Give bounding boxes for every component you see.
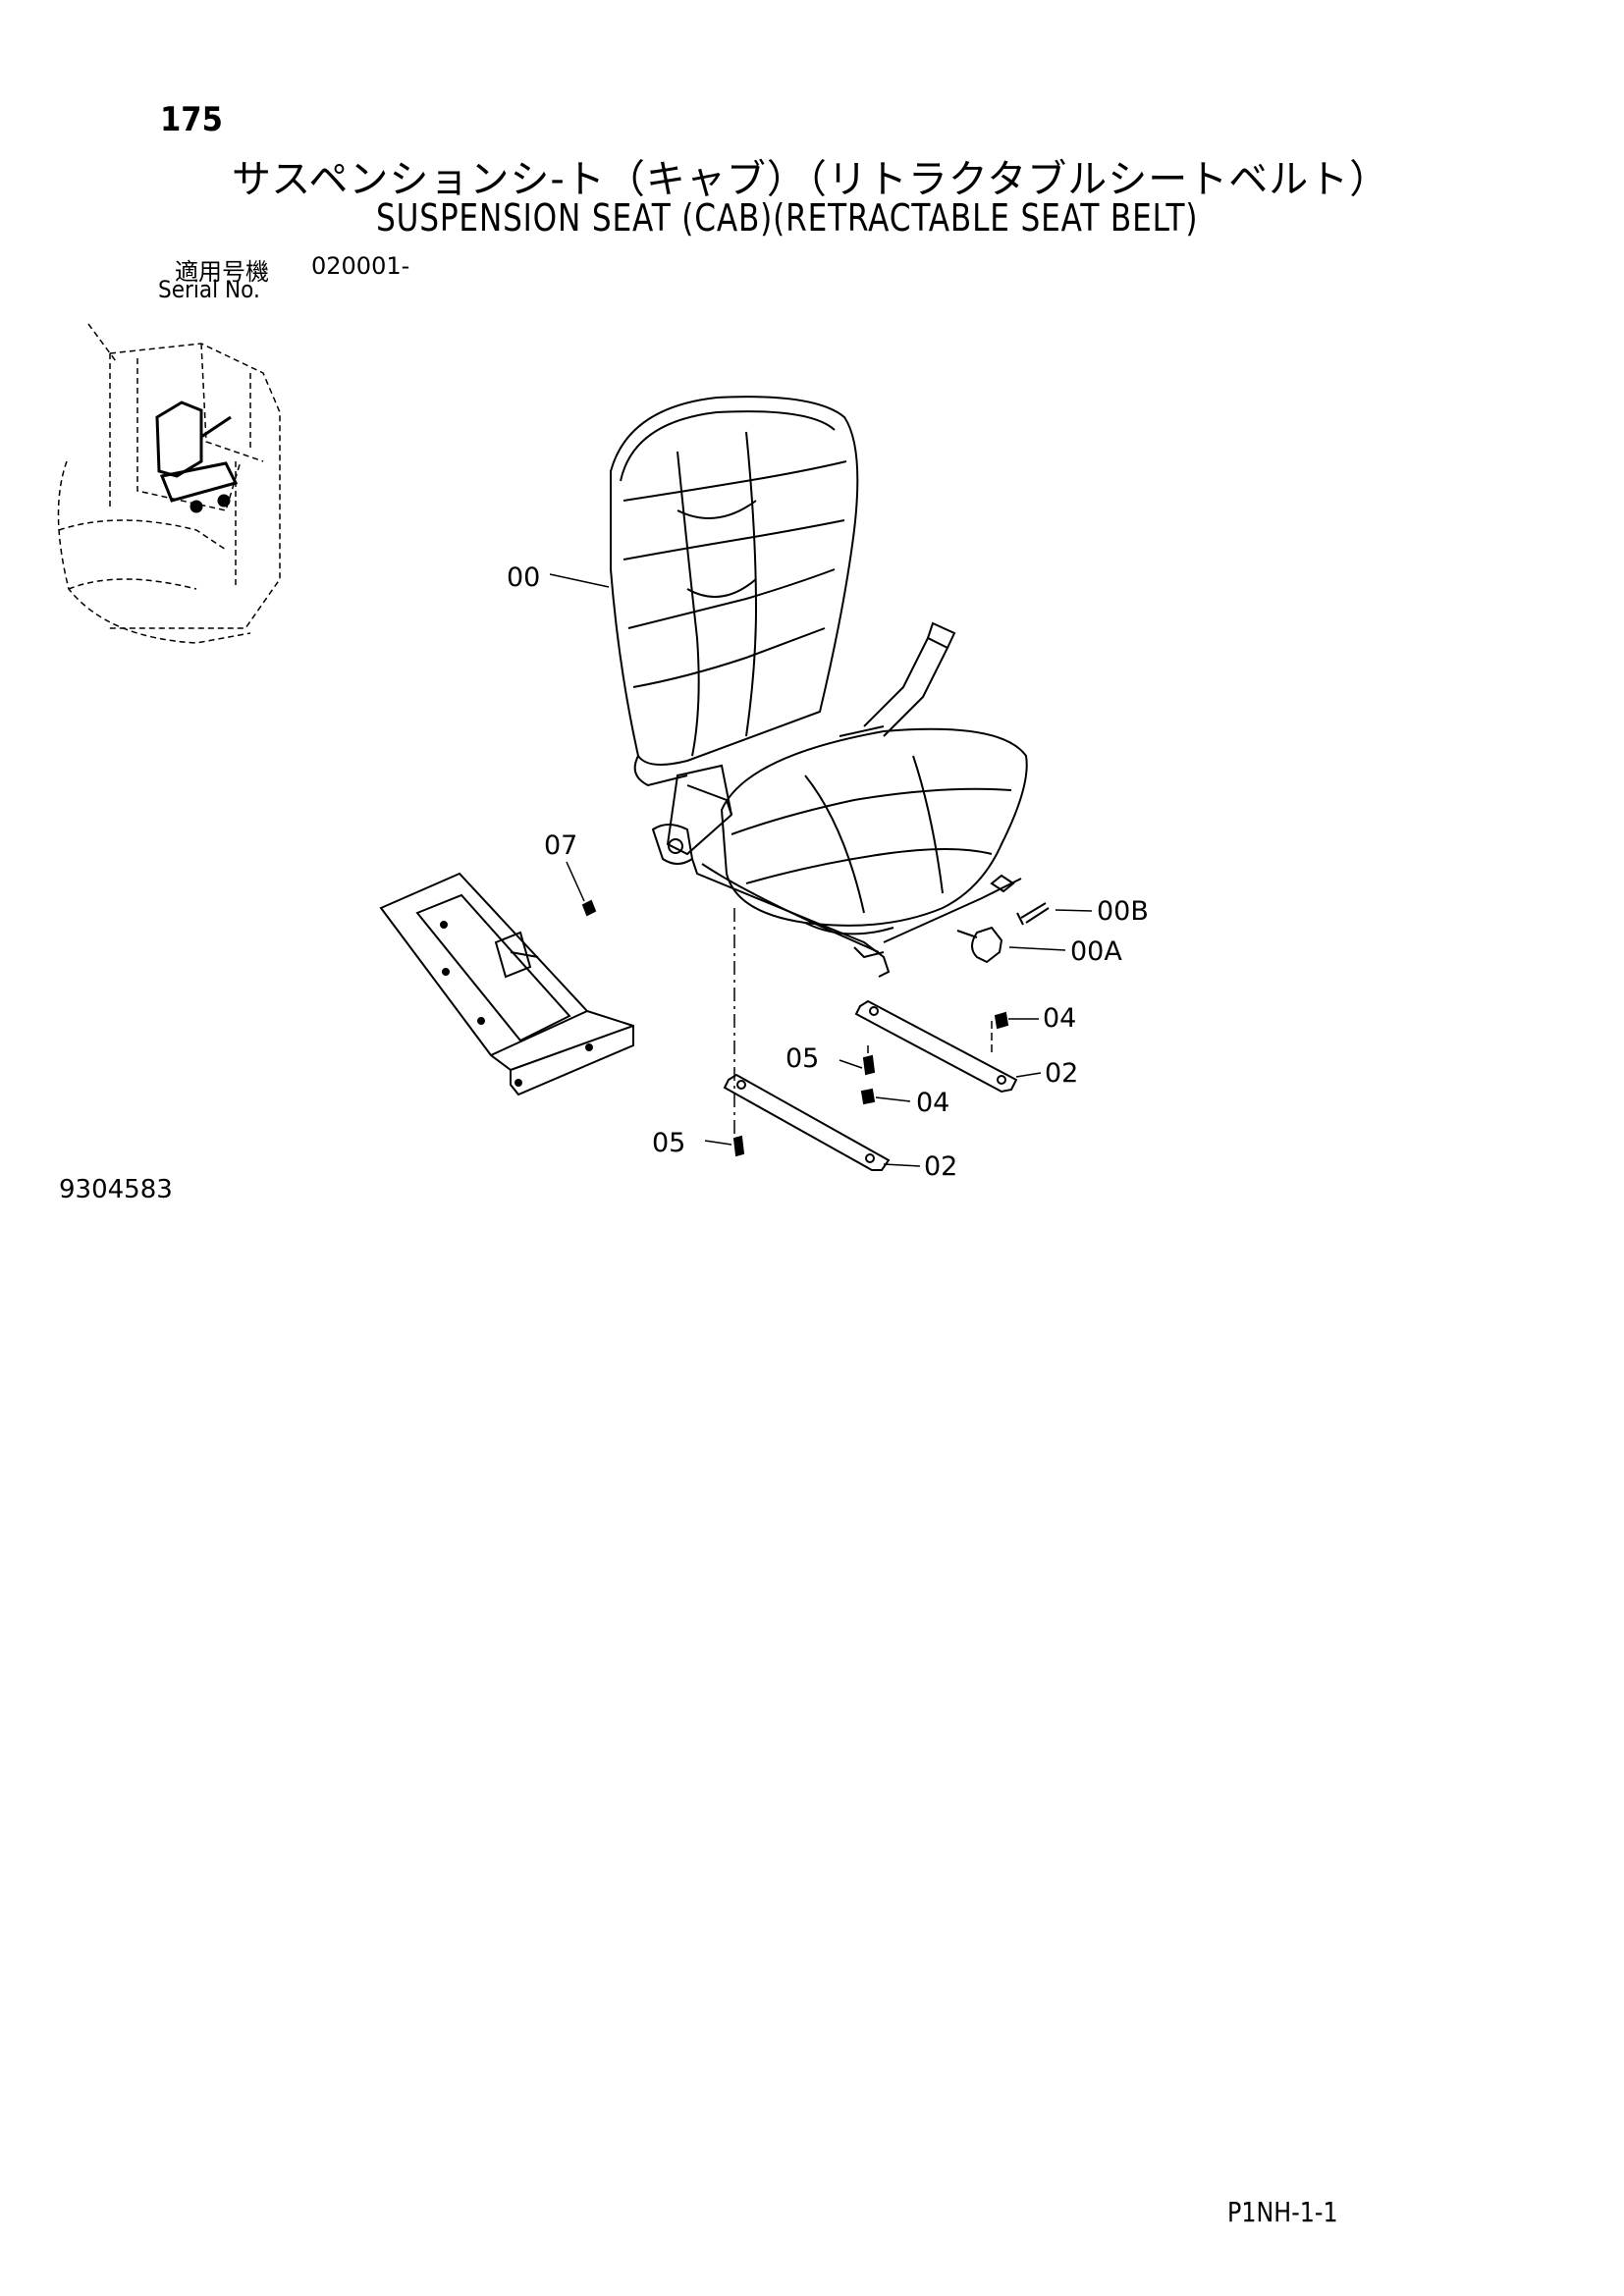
- callout-02-lower: 02: [924, 1151, 957, 1182]
- bracket-02-lower: [723, 1073, 891, 1171]
- bolt-05-lower: [732, 1135, 745, 1157]
- cab-key-seat-highlight: [155, 400, 239, 513]
- serial-number-value: 020001-: [311, 252, 410, 280]
- page-number: 175: [160, 100, 223, 139]
- serial-label-english: Serial No.: [158, 276, 260, 303]
- bolt-05-upper: [862, 1054, 876, 1076]
- callout-02-upper: 02: [1045, 1058, 1078, 1089]
- callout-00b: 00B: [1097, 896, 1149, 927]
- cab-location-key: [57, 323, 281, 644]
- callout-05-upper: 05: [785, 1043, 819, 1074]
- callout-05-lower: 05: [652, 1128, 685, 1158]
- title-english: SUSPENSION SEAT (CAB)(RETRACTABLE SEAT B…: [376, 196, 1199, 240]
- callout-04-lower: 04: [916, 1088, 949, 1118]
- seat-assembly: [610, 396, 1050, 978]
- serial-label-japanese: 適用号機: [175, 258, 269, 286]
- figure-number: 9304583: [59, 1175, 173, 1204]
- floor-plate: [379, 872, 634, 1096]
- title-japanese: サスペンションシ-ト（キャブ）（リトラクタブルシートベルト）: [232, 157, 1390, 202]
- bolt-07: [581, 899, 597, 917]
- callout-07: 07: [544, 830, 577, 861]
- bracket-02-upper: [854, 999, 1018, 1094]
- callout-04-upper: 04: [1043, 1003, 1076, 1034]
- callout-00: 00: [507, 562, 540, 593]
- nut-04-upper: [994, 1011, 1009, 1030]
- leader-lines: [549, 573, 1093, 1167]
- nut-04-lower: [860, 1088, 876, 1105]
- callout-00a: 00A: [1070, 936, 1122, 967]
- page-code: P1NH-1-1: [1227, 2196, 1338, 2228]
